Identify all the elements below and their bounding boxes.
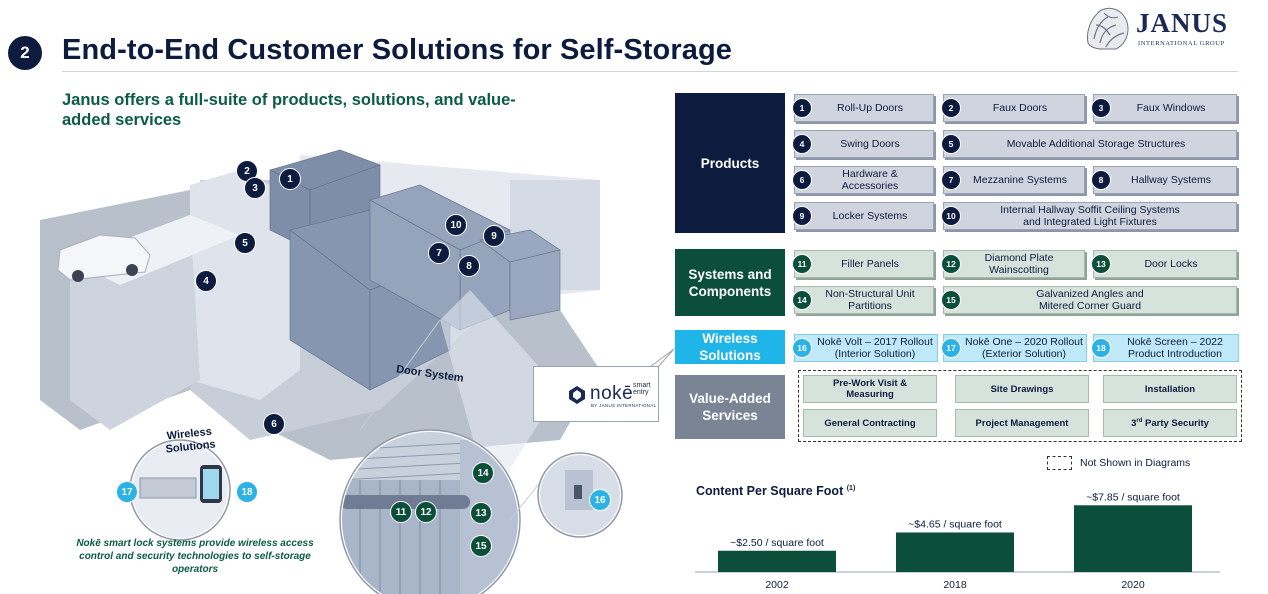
- noke-badge-icon: [569, 386, 585, 404]
- data-label-2018: ~$4.65 / square foot: [908, 518, 1002, 530]
- data-label-2002: ~$2.50 / square foot: [730, 537, 824, 549]
- service-site-drawings: Site Drawings: [955, 375, 1089, 403]
- noke-logo-box: [533, 366, 659, 422]
- third-party-security-label: 3rd Party Security: [1131, 418, 1209, 430]
- illustration-marker-13: 13: [470, 502, 492, 524]
- chart-title-text: Content Per Square Foot: [696, 484, 844, 498]
- illustration-marker-15: 15: [470, 535, 492, 557]
- category-products: Products: [675, 93, 785, 233]
- illustration-marker-5: 5: [234, 232, 256, 254]
- bar-2002: [718, 550, 836, 572]
- logo-subtext: INTERNATIONAL GROUP: [1138, 40, 1225, 47]
- service-general-contracting: General Contracting: [803, 409, 937, 437]
- illustration-marker-16: 16: [589, 489, 611, 511]
- service-project-management: Project Management: [955, 409, 1089, 437]
- illustration-marker-1: 1: [279, 168, 301, 190]
- illustration-marker-12: 12: [415, 501, 437, 523]
- subtitle: Janus offers a full-suite of products, s…: [62, 91, 516, 129]
- janus-logo-icon: [1082, 3, 1134, 51]
- category-systems: Systems and Components: [675, 249, 785, 316]
- noke-brand-text: nokē: [590, 383, 634, 404]
- content-per-sqft-chart: ~$2.50 / square foot 2002 ~$4.65 / square …: [695, 491, 1220, 591]
- service-pre-work-visit: Pre-Work Visit & Measuring: [803, 375, 937, 403]
- chart-title: Content Per Square Foot (1): [696, 484, 855, 498]
- illustration-marker-17: 17: [116, 481, 138, 503]
- category-wireless: Wireless Solutions: [675, 330, 785, 364]
- x-tick-2002: 2002: [765, 579, 789, 591]
- illustration-marker-3: 3: [244, 177, 266, 199]
- page-title: End-to-End Customer Solutions for Self-S…: [62, 34, 732, 66]
- not-shown-frame: [798, 370, 1242, 442]
- illustration-marker-6: 6: [263, 413, 285, 435]
- illustration-marker-18: 18: [236, 481, 258, 503]
- bar-2018: [896, 532, 1014, 572]
- service-third-party-security: 3rd Party Security: [1103, 409, 1237, 437]
- van-icon: [57, 234, 151, 282]
- illustration-marker-14: 14: [472, 462, 494, 484]
- noke-by-line: BY JANUS INTERNATIONAL: [591, 403, 657, 408]
- category-value-added: Value-Added Services: [675, 375, 785, 439]
- section-number-badge: 2: [8, 36, 42, 70]
- service-installation: Installation: [1103, 375, 1237, 403]
- legend-label: Not Shown in Diagrams: [1080, 457, 1191, 469]
- illustration-marker-7: 7: [428, 242, 450, 264]
- data-label-2020: ~$7.85 / square foot: [1086, 491, 1180, 503]
- x-tick-2018: 2018: [943, 579, 967, 591]
- x-tick-2020: 2020: [1121, 579, 1145, 591]
- illustration-marker-11: 11: [390, 501, 412, 523]
- bar-2020: [1074, 505, 1192, 572]
- illustration-marker-10: 10: [445, 214, 467, 236]
- noke-tagline: smart entry: [633, 382, 651, 396]
- illustration-marker-9: 9: [483, 225, 505, 247]
- legend-dashed-swatch: [1047, 456, 1072, 470]
- logo-wordmark: JANUS: [1136, 8, 1229, 38]
- chart-title-footnote: (1): [846, 484, 856, 492]
- title-divider: [62, 71, 1238, 72]
- illustration-marker-4: 4: [195, 270, 217, 292]
- illustration-marker-8: 8: [458, 255, 480, 277]
- noke-caption: Nokē smart lock systems provide wireless…: [76, 538, 314, 575]
